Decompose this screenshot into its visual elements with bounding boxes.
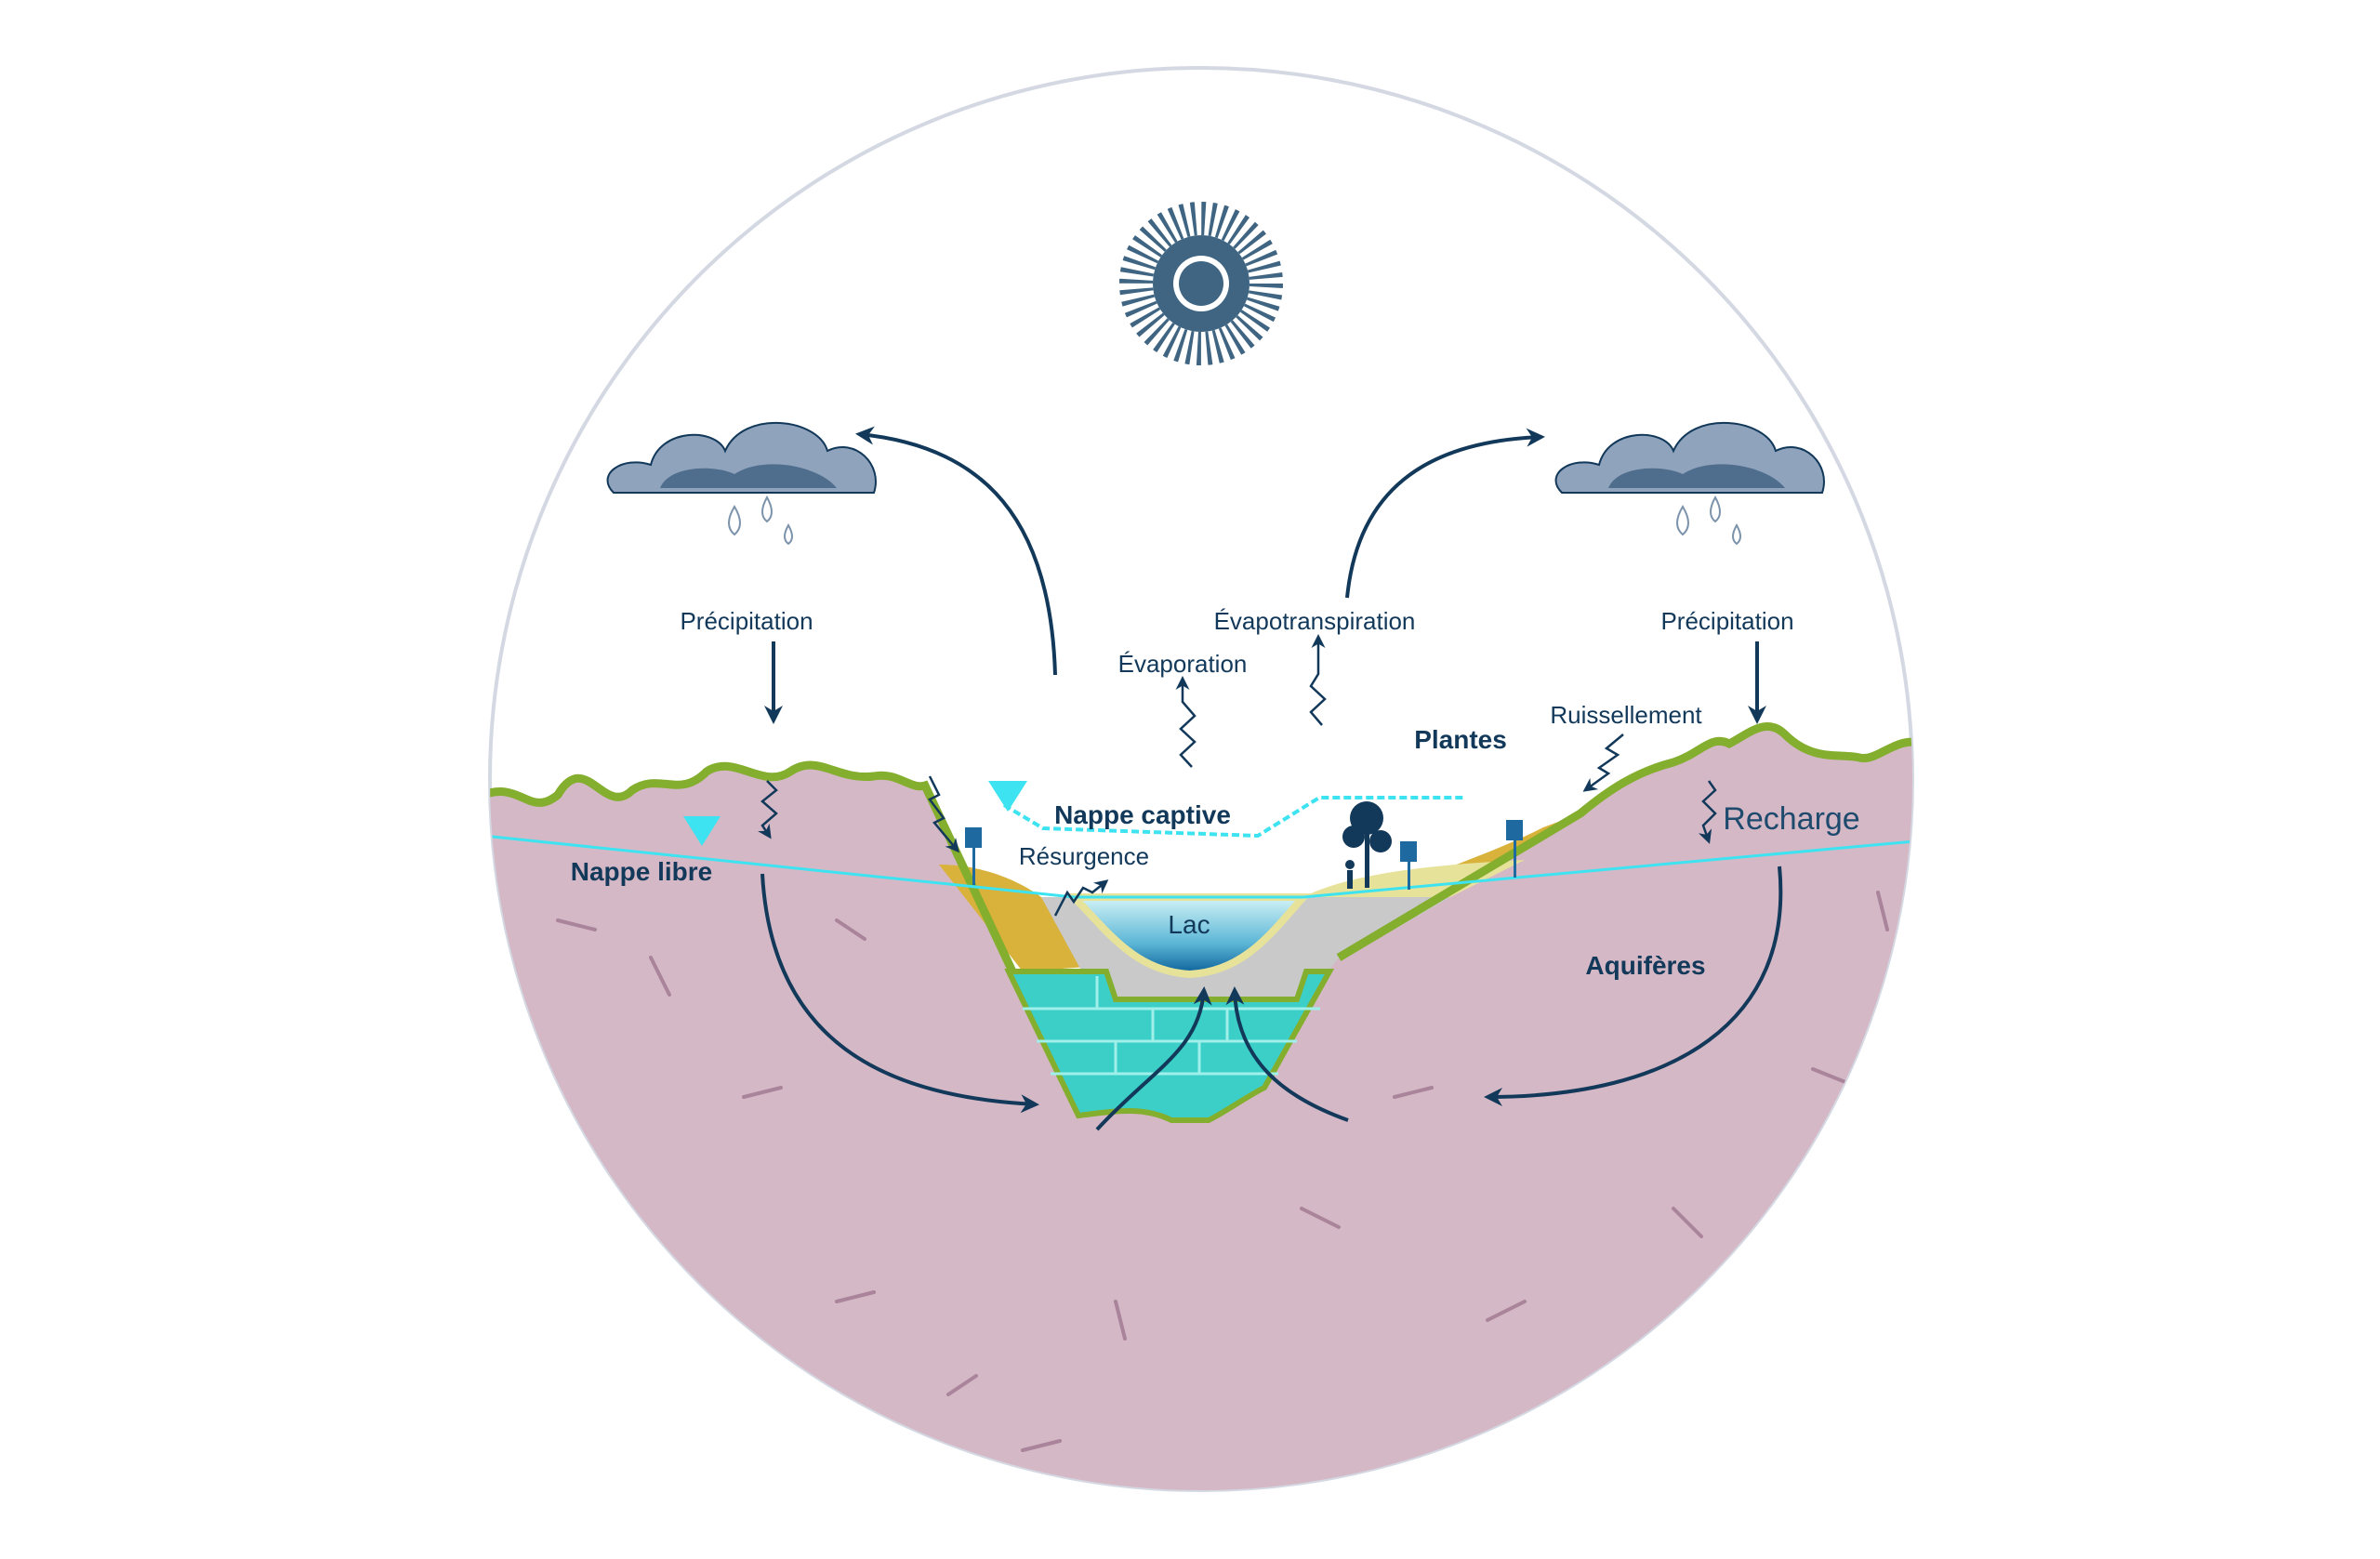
lake [1064,893,1313,979]
label-plantes: Plantes [1414,725,1507,754]
water-table-free [490,834,1912,899]
upwelling-arrow-right [1225,986,1349,1122]
label-resurgence: Résurgence [1019,842,1149,870]
resurgence-zigzag-arrow [1053,879,1109,917]
label-nappe-libre: Nappe libre [571,857,712,886]
evaporation-to-cloud-arrow-right [1345,428,1545,599]
ground-surface [490,721,1912,973]
groundwater-flow-arrow-left [760,873,1039,1114]
groundwater-flow-arrow-right [1484,865,1783,1106]
evaporation-to-cloud-arrow-left [855,426,1057,676]
beach [1303,860,1525,897]
water-table-marker-captive [988,781,1027,812]
runoff-zigzag-left [928,775,959,853]
tree-icon [1342,801,1392,888]
bedrock [490,726,1912,1490]
label-aquiferes: Aquifères [1585,951,1705,980]
infiltration-zigzag-left [758,780,778,839]
evaporation-zigzag-arrow [1175,676,1197,768]
label-lac: Lac [1168,910,1210,939]
runoff-zigzag-arrow [1582,733,1624,792]
label-evaporation: Évaporation [1118,650,1248,678]
sun-icon [1119,202,1283,365]
label-evapotranspiration: Évapotranspiration [1214,607,1416,635]
water-table-confined [1002,796,1465,839]
evapotranspiration-zigzag-arrow [1309,634,1327,726]
cloud-rain-icon-right [1554,421,1825,546]
upwelling-arrow-left [1095,986,1212,1131]
label-precipitation-right: Précipitation [1660,607,1793,635]
water-table-marker-libre [683,816,721,846]
label-precipitation-left: Précipitation [680,607,813,635]
cloud-rain-icon-left [606,421,877,546]
label-ruissellement: Ruissellement [1550,701,1702,729]
label-recharge: Recharge [1723,801,1859,837]
label-nappe-captive: Nappe captive [1054,800,1231,829]
person-icon [1345,860,1355,889]
recharge-zigzag-arrow [1698,780,1717,844]
water-sign-icon [965,820,1523,890]
limestone-blocks [1023,976,1320,1076]
